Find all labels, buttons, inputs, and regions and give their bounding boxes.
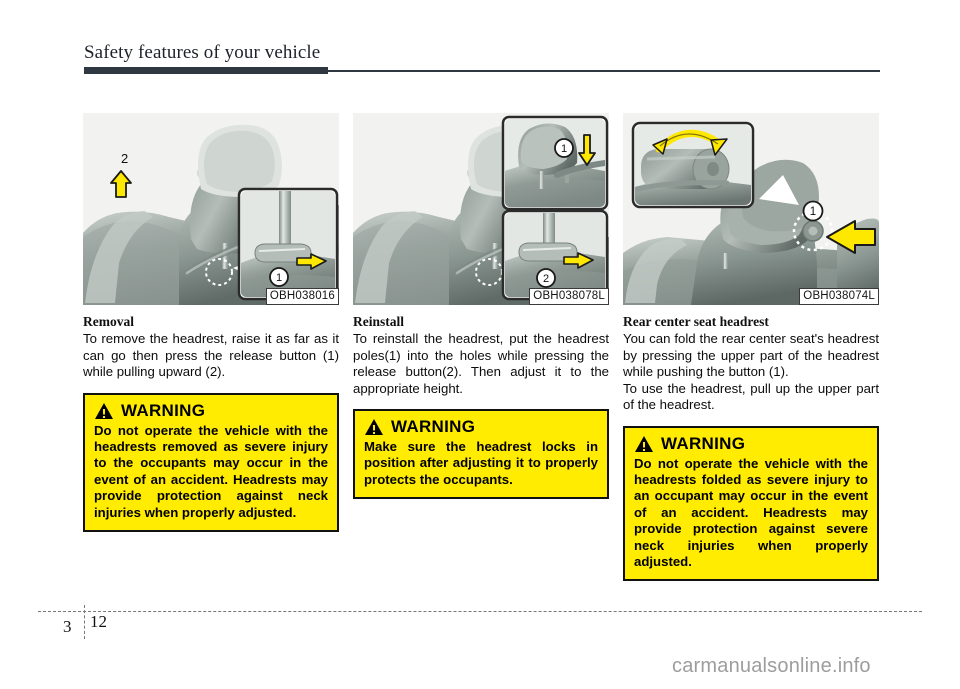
- section-heading-rear-center: Rear center seat headrest: [623, 314, 769, 329]
- body-paragraph: To use the headrest, pull up the upper p…: [623, 380, 879, 413]
- figure-code-3: OBH038074L: [799, 288, 879, 305]
- footer-divider-rule: [38, 611, 922, 612]
- footer-chapter-block: 3: [63, 612, 78, 642]
- arrow-fold-curved: [652, 129, 728, 156]
- footer-vertical-divider: [84, 605, 85, 639]
- warning-title: WARNING: [121, 400, 206, 420]
- svg-text:1: 1: [276, 272, 282, 284]
- warning-text: Do not operate the vehicle with the head…: [634, 455, 868, 569]
- warning-header: WARNING: [94, 401, 328, 421]
- figure-code-1: OBH038016: [265, 288, 339, 305]
- arrow-push-button-1: [826, 220, 876, 254]
- content-column-1: 1 2 OBH038016 Removal To remove the head…: [83, 113, 339, 532]
- arrow-pull-up-2: 2: [110, 151, 132, 198]
- arrow-push-down-1: [578, 134, 596, 166]
- figure-headrest-reinstall: 1: [353, 113, 609, 305]
- footer-page-number: 12: [90, 612, 107, 631]
- body-paragraph: To remove the headrest, raise it as far …: [83, 331, 339, 379]
- site-watermark: carmanualsonline.info: [672, 655, 871, 677]
- warning-triangle-icon: [635, 435, 653, 452]
- warning-header: WARNING: [634, 434, 868, 454]
- svg-text:1: 1: [561, 143, 567, 155]
- figure-code-2: OBH038078L: [529, 288, 609, 305]
- body-paragraph: To reinstall the headrest, put the headr…: [353, 331, 609, 396]
- svg-text:2: 2: [543, 273, 549, 285]
- warning-text: Do not operate the vehicle with the head…: [94, 422, 328, 520]
- body-paragraph: You can fold the rear center seat's head…: [623, 331, 879, 379]
- content-column-2: 1: [353, 113, 609, 500]
- figure-headrest-removal: 1 2 OBH038016: [83, 113, 339, 305]
- warning-text: Make sure the headrest locks in position…: [364, 439, 598, 487]
- warning-header: WARNING: [364, 417, 598, 437]
- warning-title: WARNING: [391, 417, 476, 436]
- warning-triangle-icon: [365, 419, 383, 435]
- warning-box-removal: WARNING Do not operate the vehicle with …: [83, 392, 339, 532]
- warning-box-reinstall: WARNING Make sure the headrest locks in …: [353, 409, 609, 500]
- arrow-press-2: [563, 252, 594, 269]
- content-column-3: 1 OBH038074L Rear center seat headrest Y…: [623, 113, 879, 582]
- svg-text:1: 1: [810, 206, 816, 218]
- warning-triangle-icon: [95, 402, 113, 419]
- warning-box-rear-center: WARNING Do not operate the vehicle with …: [623, 425, 879, 582]
- figure-3-illustration: 1: [623, 113, 879, 305]
- figure-1-illustration: 1 2: [83, 113, 339, 305]
- section-heading-reinstall: Reinstall: [353, 314, 405, 329]
- header-rule-thick: [84, 67, 328, 74]
- section-heading-removal: Removal: [83, 314, 134, 329]
- footer-chapter-number: 3: [63, 617, 72, 636]
- figure-rear-center-headrest: 1 OBH038074L: [623, 113, 879, 305]
- page-title: Safety features of your vehicle: [84, 42, 321, 63]
- header-rule-thin: [328, 70, 880, 72]
- figure-2-illustration: 1: [353, 113, 609, 305]
- page-header: Safety features of your vehicle: [0, 0, 960, 80]
- warning-title: WARNING: [661, 433, 746, 453]
- svg-text:2: 2: [121, 151, 128, 166]
- arrow-press-1: [296, 253, 327, 270]
